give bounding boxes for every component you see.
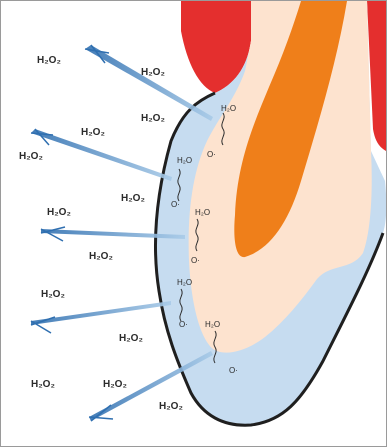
h2o2-label: H₂O₂ bbox=[81, 127, 105, 138]
oxygen-radical-label: O· bbox=[179, 320, 188, 329]
h2o2-label: H₂O₂ bbox=[41, 289, 65, 300]
h2o2-label: H₂O₂ bbox=[31, 379, 55, 390]
h2o2-label: H₂O₂ bbox=[89, 251, 113, 262]
water-label: H₂O bbox=[205, 320, 220, 329]
water-label: H₂O bbox=[195, 208, 210, 217]
h2o2-label: H₂O₂ bbox=[103, 379, 127, 390]
h2o2-label: H₂O₂ bbox=[121, 193, 145, 204]
h2o2-label: H₂O₂ bbox=[159, 401, 183, 412]
h2o2-label: H₂O₂ bbox=[141, 113, 165, 124]
h2o2-label: H₂O₂ bbox=[119, 333, 143, 344]
h2o2-label: H₂O₂ bbox=[141, 67, 165, 78]
h2o2-label: H₂O₂ bbox=[37, 55, 61, 66]
water-label: H₂O bbox=[221, 104, 236, 113]
h2o2-label: H₂O₂ bbox=[19, 151, 43, 162]
needle-4 bbox=[31, 301, 171, 333]
oxygen-radical-label: O· bbox=[171, 200, 180, 209]
h2o2-label: H₂O₂ bbox=[47, 207, 71, 218]
water-label: H₂O bbox=[177, 156, 192, 165]
water-label: H₂O bbox=[177, 278, 192, 287]
oxygen-radical-label: O· bbox=[229, 366, 238, 375]
oxygen-radical-label: O· bbox=[207, 150, 216, 159]
oxygen-radical-label: O· bbox=[191, 256, 200, 265]
